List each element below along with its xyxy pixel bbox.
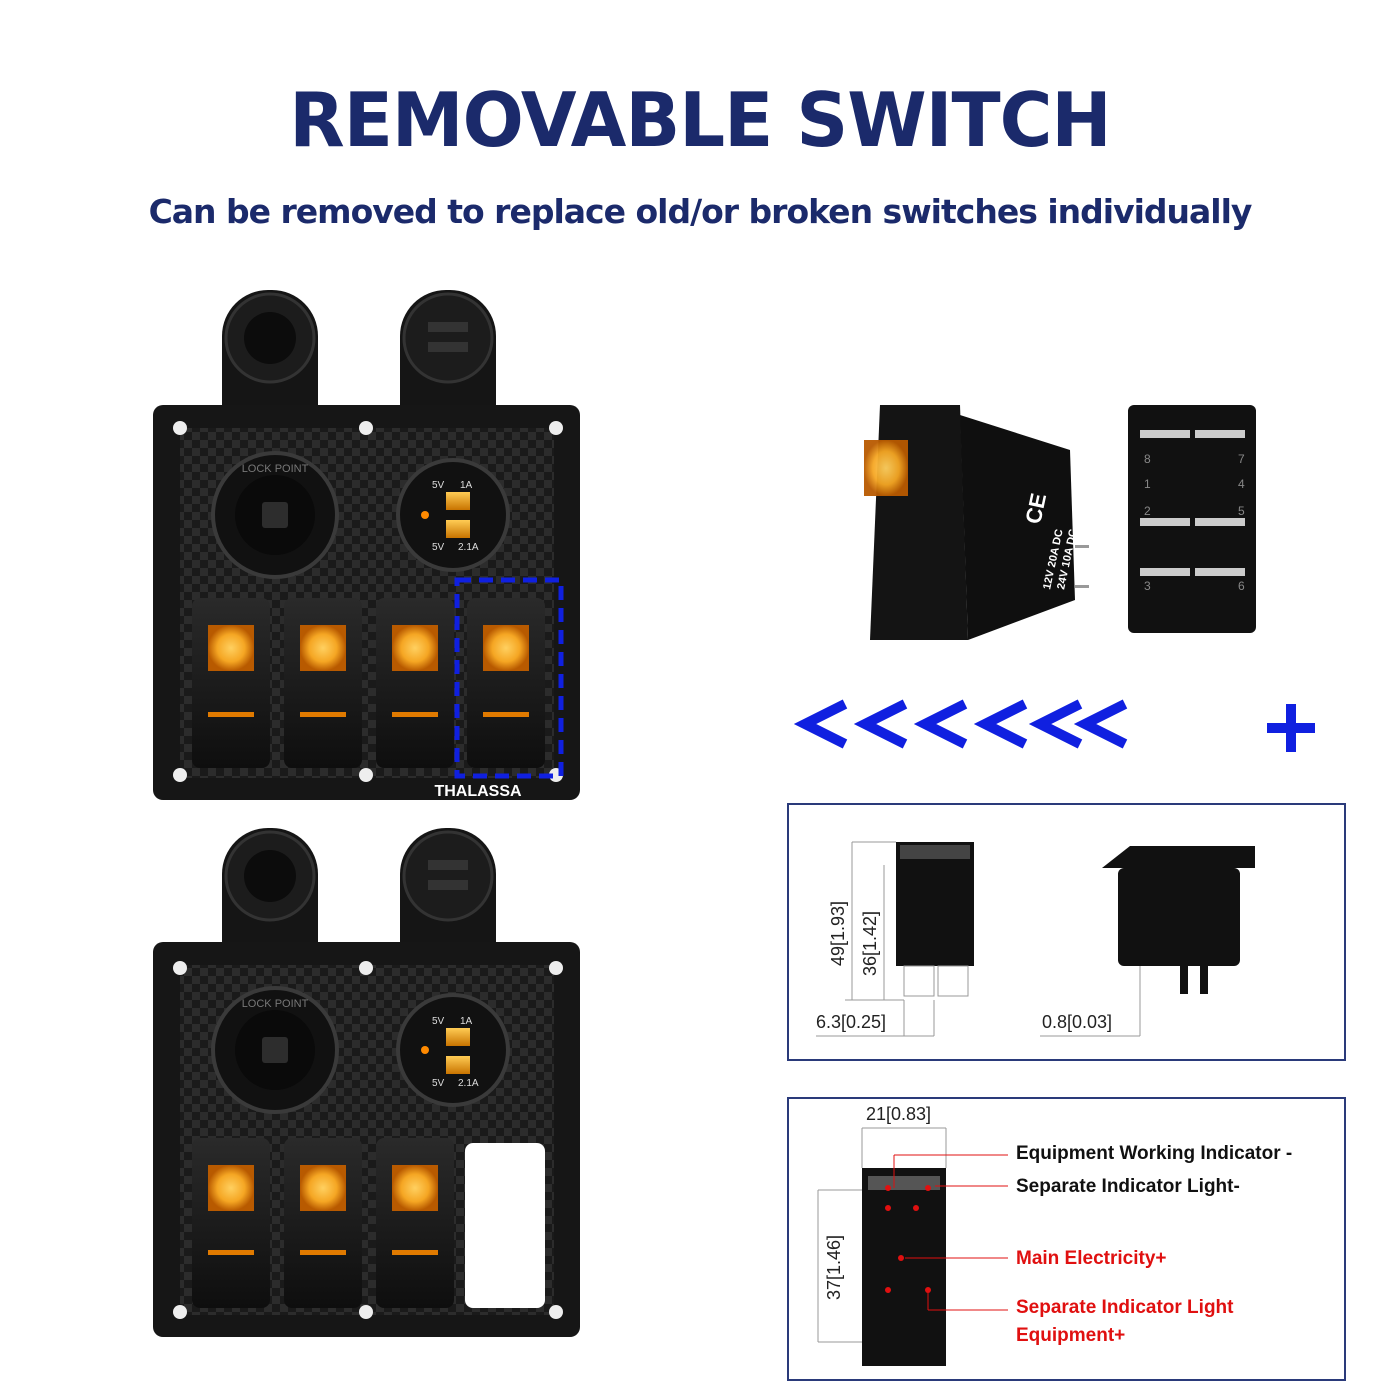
svg-text:2.1A: 2.1A	[458, 1078, 479, 1089]
switch-panel-bottom: LOCK POINT 5V 1A 5V 2.1A	[153, 828, 580, 1337]
svg-text:6: 6	[1238, 579, 1245, 593]
wiring-diagram	[787, 1097, 1346, 1381]
usb-charger-bottom: 5V 1A 5V 2.1A	[396, 993, 510, 1107]
single-rocker-switch: CE 12V 20A DC 24V 10A DC	[864, 405, 1089, 640]
plus-icon	[1267, 704, 1315, 752]
removable-highlight-box	[454, 577, 564, 779]
label-separate-indicator-light: Separate Indicator Light	[1016, 1297, 1234, 1318]
page-title: REMOVABLE SWITCH	[289, 76, 1111, 164]
svg-text:1: 1	[1144, 477, 1151, 491]
dim-pin-width: 6.3[0.25]	[816, 1012, 887, 1032]
dim-pin-thickness: 0.8[0.03]	[1042, 1012, 1113, 1032]
svg-text:4: 4	[1238, 477, 1245, 491]
svg-text:5: 5	[1238, 504, 1245, 518]
svg-text:5V: 5V	[432, 542, 445, 553]
svg-text:3: 3	[1144, 579, 1151, 593]
usb-charger-top: 5V 1A 5V 2.1A	[396, 458, 510, 572]
lock-point-label-bottom: LOCK POINT	[242, 998, 309, 1010]
left-arrows	[793, 699, 1128, 749]
rocker-switch-1	[192, 598, 270, 768]
lock-point-label: LOCK POINT	[242, 463, 309, 475]
svg-text:7: 7	[1238, 452, 1245, 466]
svg-text:5V: 5V	[432, 1016, 445, 1027]
rocker-switch-4	[467, 598, 545, 768]
switch-panel-top: LOCK POINT 5V 1A 5V 2.1A	[153, 290, 580, 800]
cigarette-socket-top: LOCK POINT	[211, 451, 339, 579]
page-subtitle: Can be removed to replace old/or broken …	[148, 192, 1253, 231]
svg-text:2.1A: 2.1A	[458, 542, 479, 553]
svg-text:5V: 5V	[432, 480, 445, 491]
dim-width: 21[0.83]	[866, 1104, 932, 1124]
dim-height-total: 49[1.93]	[828, 900, 848, 966]
rocker-switch-b1	[192, 1138, 270, 1308]
rocker-switch-b2	[284, 1138, 362, 1308]
label-equipment-positive: Equipment+	[1016, 1325, 1126, 1346]
svg-text:5V: 5V	[432, 1078, 445, 1089]
rocker-switch-3	[376, 598, 454, 768]
svg-text:1A: 1A	[460, 1016, 473, 1027]
rocker-switch-b3	[376, 1138, 454, 1308]
label-separate-indicator-negative: Separate Indicator Light-	[1016, 1176, 1240, 1197]
svg-text:1A: 1A	[460, 480, 473, 491]
dim-height: 37[1.46]	[824, 1234, 844, 1300]
label-equipment-working-indicator: Equipment Working Indicator -	[1016, 1143, 1293, 1164]
dim-height-body: 36[1.42]	[860, 910, 880, 976]
empty-switch-slot	[465, 1143, 545, 1308]
switch-back-view: 8 1 2 3 7 4 5 6	[1128, 405, 1256, 633]
label-main-electricity: Main Electricity+	[1016, 1248, 1167, 1269]
svg-text:2: 2	[1144, 504, 1151, 518]
svg-text:8: 8	[1144, 452, 1151, 466]
ce-mark: CE	[1020, 491, 1051, 526]
cigarette-socket-bottom: LOCK POINT	[211, 986, 339, 1114]
dimension-drawing	[787, 803, 1346, 1061]
brand-logo: THALASSA	[434, 783, 522, 800]
rocker-switch-2	[284, 598, 362, 768]
